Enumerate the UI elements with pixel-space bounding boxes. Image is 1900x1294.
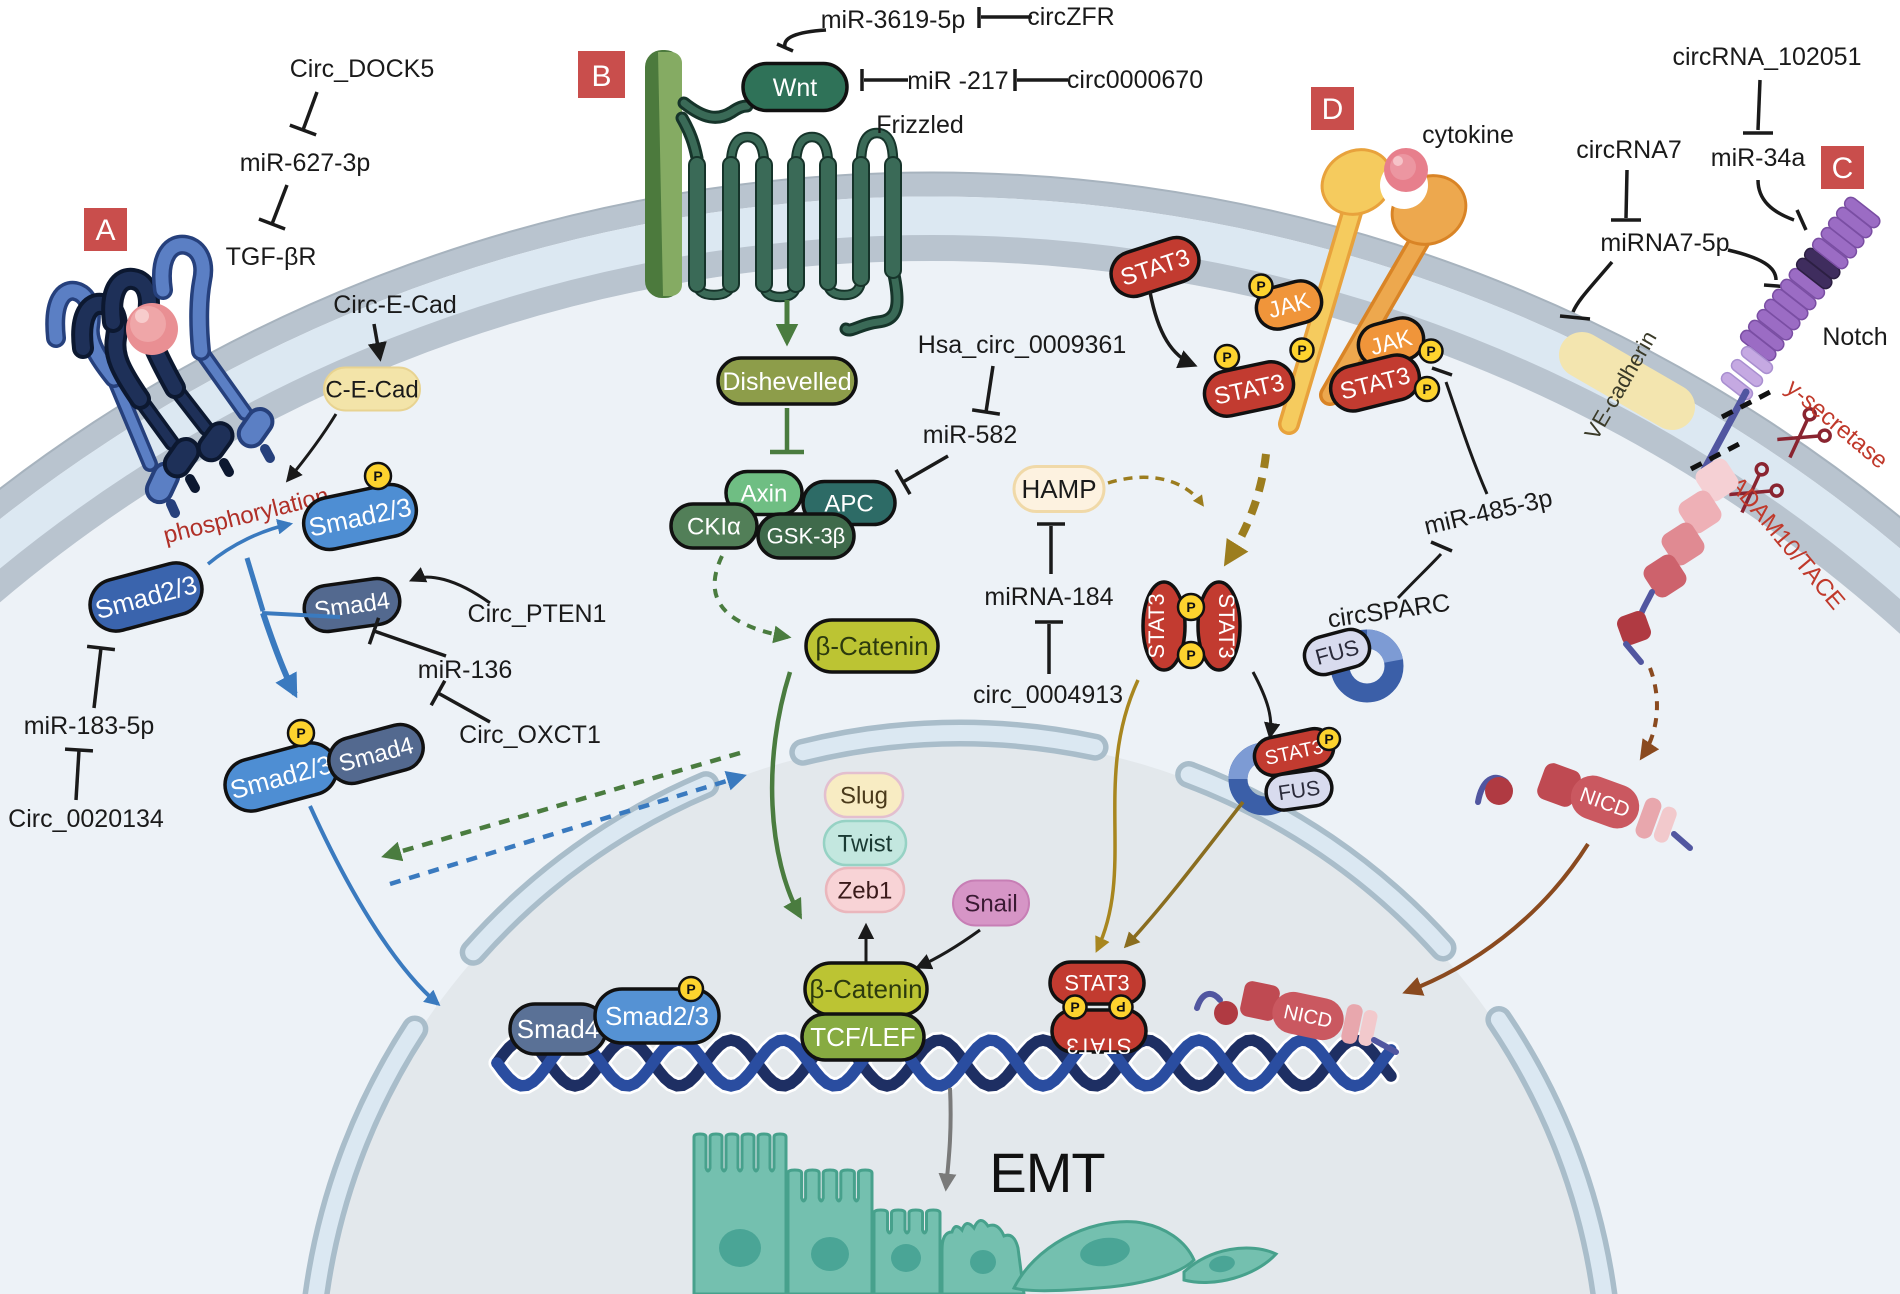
svg-text:Circ_OXCT1: Circ_OXCT1 xyxy=(459,721,601,749)
svg-text:D: D xyxy=(1322,93,1344,126)
svg-text:TGF-βR: TGF-βR xyxy=(226,243,317,271)
svg-text:Wnt: Wnt xyxy=(773,74,818,102)
svg-text:Circ_0020134: Circ_0020134 xyxy=(8,805,164,833)
svg-text:Circ-E-Cad: Circ-E-Cad xyxy=(333,291,457,319)
svg-text:miR -217: miR -217 xyxy=(907,67,1008,95)
svg-text:β-Catenin: β-Catenin xyxy=(809,974,922,1004)
svg-text:STAT3: STAT3 xyxy=(1144,593,1169,658)
svg-text:HAMP: HAMP xyxy=(1021,474,1096,504)
svg-text:P: P xyxy=(1186,647,1195,663)
svg-text:Twist: Twist xyxy=(838,830,893,857)
svg-text:STAT3: STAT3 xyxy=(1066,1034,1131,1059)
svg-text:miR-136: miR-136 xyxy=(418,656,512,684)
svg-text:Slug: Slug xyxy=(840,782,888,809)
svg-text:EMT: EMT xyxy=(989,1141,1104,1204)
svg-text:β-Catenin: β-Catenin xyxy=(815,631,928,661)
svg-text:B: B xyxy=(591,60,611,93)
svg-text:Snail: Snail xyxy=(964,890,1017,917)
svg-text:P: P xyxy=(296,725,305,741)
svg-text:P: P xyxy=(1324,731,1333,747)
svg-text:C-E-Cad: C-E-Cad xyxy=(325,376,418,403)
svg-text:miRNA-184: miRNA-184 xyxy=(984,583,1113,611)
svg-text:P: P xyxy=(686,981,695,997)
svg-text:GSK-3β: GSK-3β xyxy=(767,524,846,549)
svg-text:P: P xyxy=(1186,599,1195,615)
svg-text:P: P xyxy=(1070,999,1079,1015)
svg-text:Zeb1: Zeb1 xyxy=(838,877,893,904)
svg-text:miR-34a: miR-34a xyxy=(1711,144,1806,172)
svg-text:Circ_PTEN1: Circ_PTEN1 xyxy=(468,600,607,628)
svg-text:miR-582: miR-582 xyxy=(923,421,1017,449)
svg-text:circZFR: circZFR xyxy=(1027,3,1114,31)
svg-text:Frizzled: Frizzled xyxy=(876,111,964,139)
svg-text:STAT3: STAT3 xyxy=(1064,971,1129,996)
svg-text:circ0000670: circ0000670 xyxy=(1067,66,1203,94)
svg-text:Smad2/3: Smad2/3 xyxy=(605,1001,709,1031)
svg-text:STAT3: STAT3 xyxy=(1214,593,1239,658)
svg-text:miR-627-3p: miR-627-3p xyxy=(240,149,371,177)
svg-text:circRNA_102051: circRNA_102051 xyxy=(1673,43,1862,71)
svg-text:TCF/LEF: TCF/LEF xyxy=(810,1022,915,1052)
svg-text:Hsa_circ_0009361: Hsa_circ_0009361 xyxy=(918,331,1126,359)
svg-text:miRNA7-5p: miRNA7-5p xyxy=(1600,229,1729,257)
svg-text:P: P xyxy=(1426,343,1435,359)
svg-text:Axin: Axin xyxy=(741,480,788,507)
svg-text:C: C xyxy=(1832,152,1854,185)
svg-text:miR-183-5p: miR-183-5p xyxy=(24,712,155,740)
svg-text:Circ_DOCK5: Circ_DOCK5 xyxy=(290,55,434,83)
svg-text:cytokine: cytokine xyxy=(1422,121,1514,149)
svg-text:circRNA7: circRNA7 xyxy=(1576,136,1682,164)
svg-text:CKIα: CKIα xyxy=(687,513,741,540)
svg-text:P: P xyxy=(373,468,382,484)
svg-text:A: A xyxy=(95,214,115,247)
svg-text:Notch: Notch xyxy=(1822,323,1887,351)
svg-text:P: P xyxy=(1256,278,1265,294)
svg-text:circ_0004913: circ_0004913 xyxy=(973,681,1123,709)
svg-text:Smad4: Smad4 xyxy=(517,1014,599,1044)
svg-text:P: P xyxy=(1222,349,1231,365)
svg-text:Dishevelled: Dishevelled xyxy=(722,368,851,396)
svg-text:P: P xyxy=(1297,342,1306,358)
svg-text:miR-3619-5p: miR-3619-5p xyxy=(821,6,966,34)
svg-text:P: P xyxy=(1116,999,1125,1015)
svg-text:P: P xyxy=(1422,381,1431,397)
